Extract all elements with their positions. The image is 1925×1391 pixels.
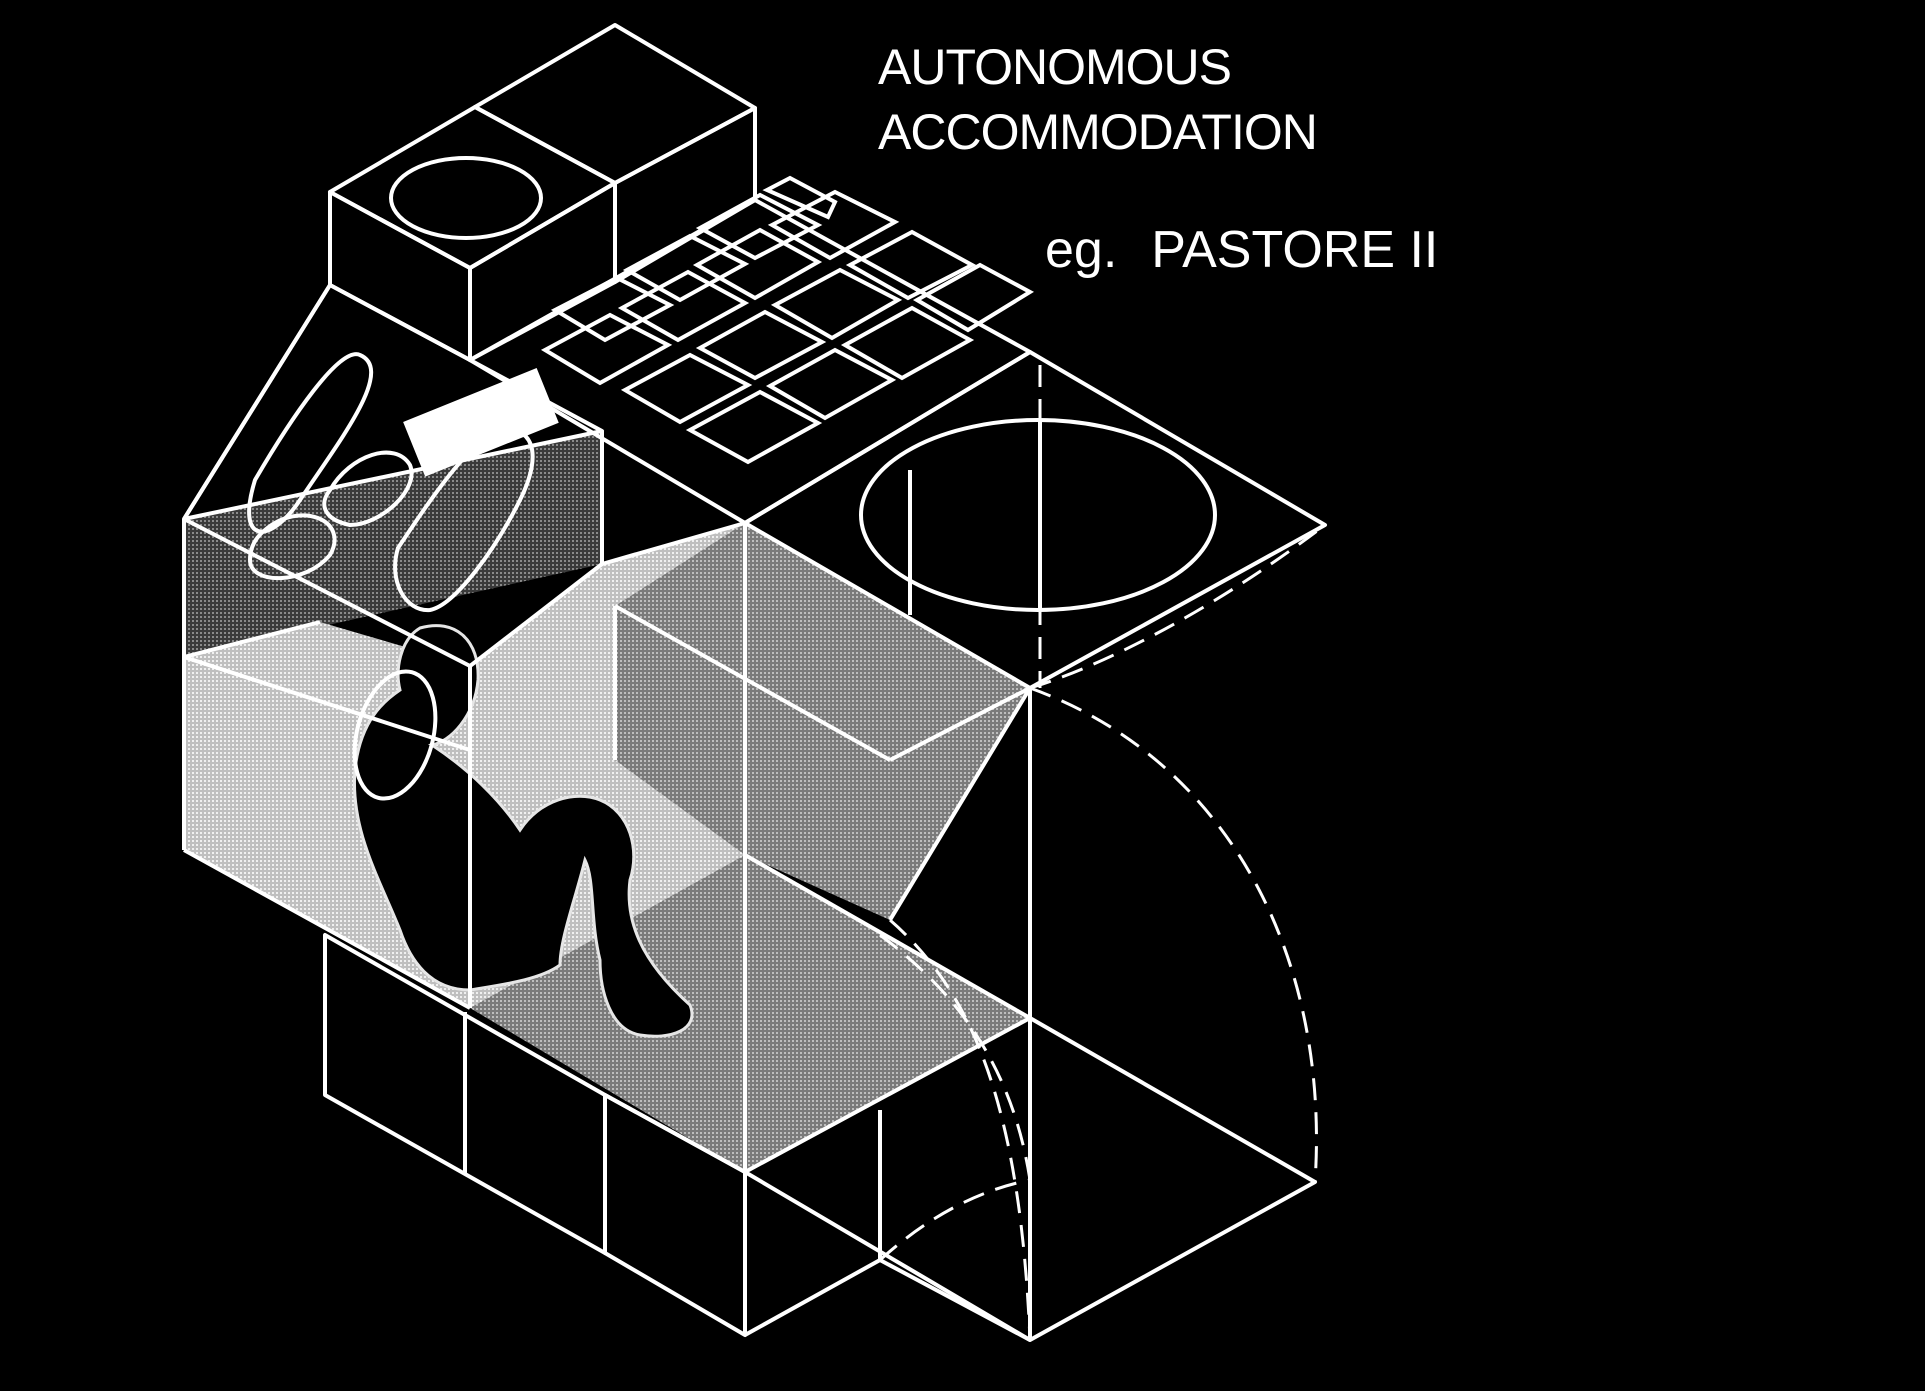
right-panel-shading xyxy=(745,523,1030,920)
frame-lines xyxy=(182,23,1327,1342)
title-line-1: AUTONOMOUS xyxy=(878,39,1232,95)
person-silhouette xyxy=(352,624,694,1038)
example-name: PASTORE II xyxy=(1151,221,1439,279)
door-swing-arcs xyxy=(878,365,1326,1341)
title-line-2: ACCOMMODATION xyxy=(878,104,1318,160)
example-prefix: eg. xyxy=(1045,221,1118,279)
furniture-outlines xyxy=(247,352,559,801)
inner-panel-shading xyxy=(615,523,745,855)
example-label: eg. PASTORE II xyxy=(1045,220,1438,280)
back-wall-shading xyxy=(184,431,602,657)
tile-grid xyxy=(540,175,1035,465)
